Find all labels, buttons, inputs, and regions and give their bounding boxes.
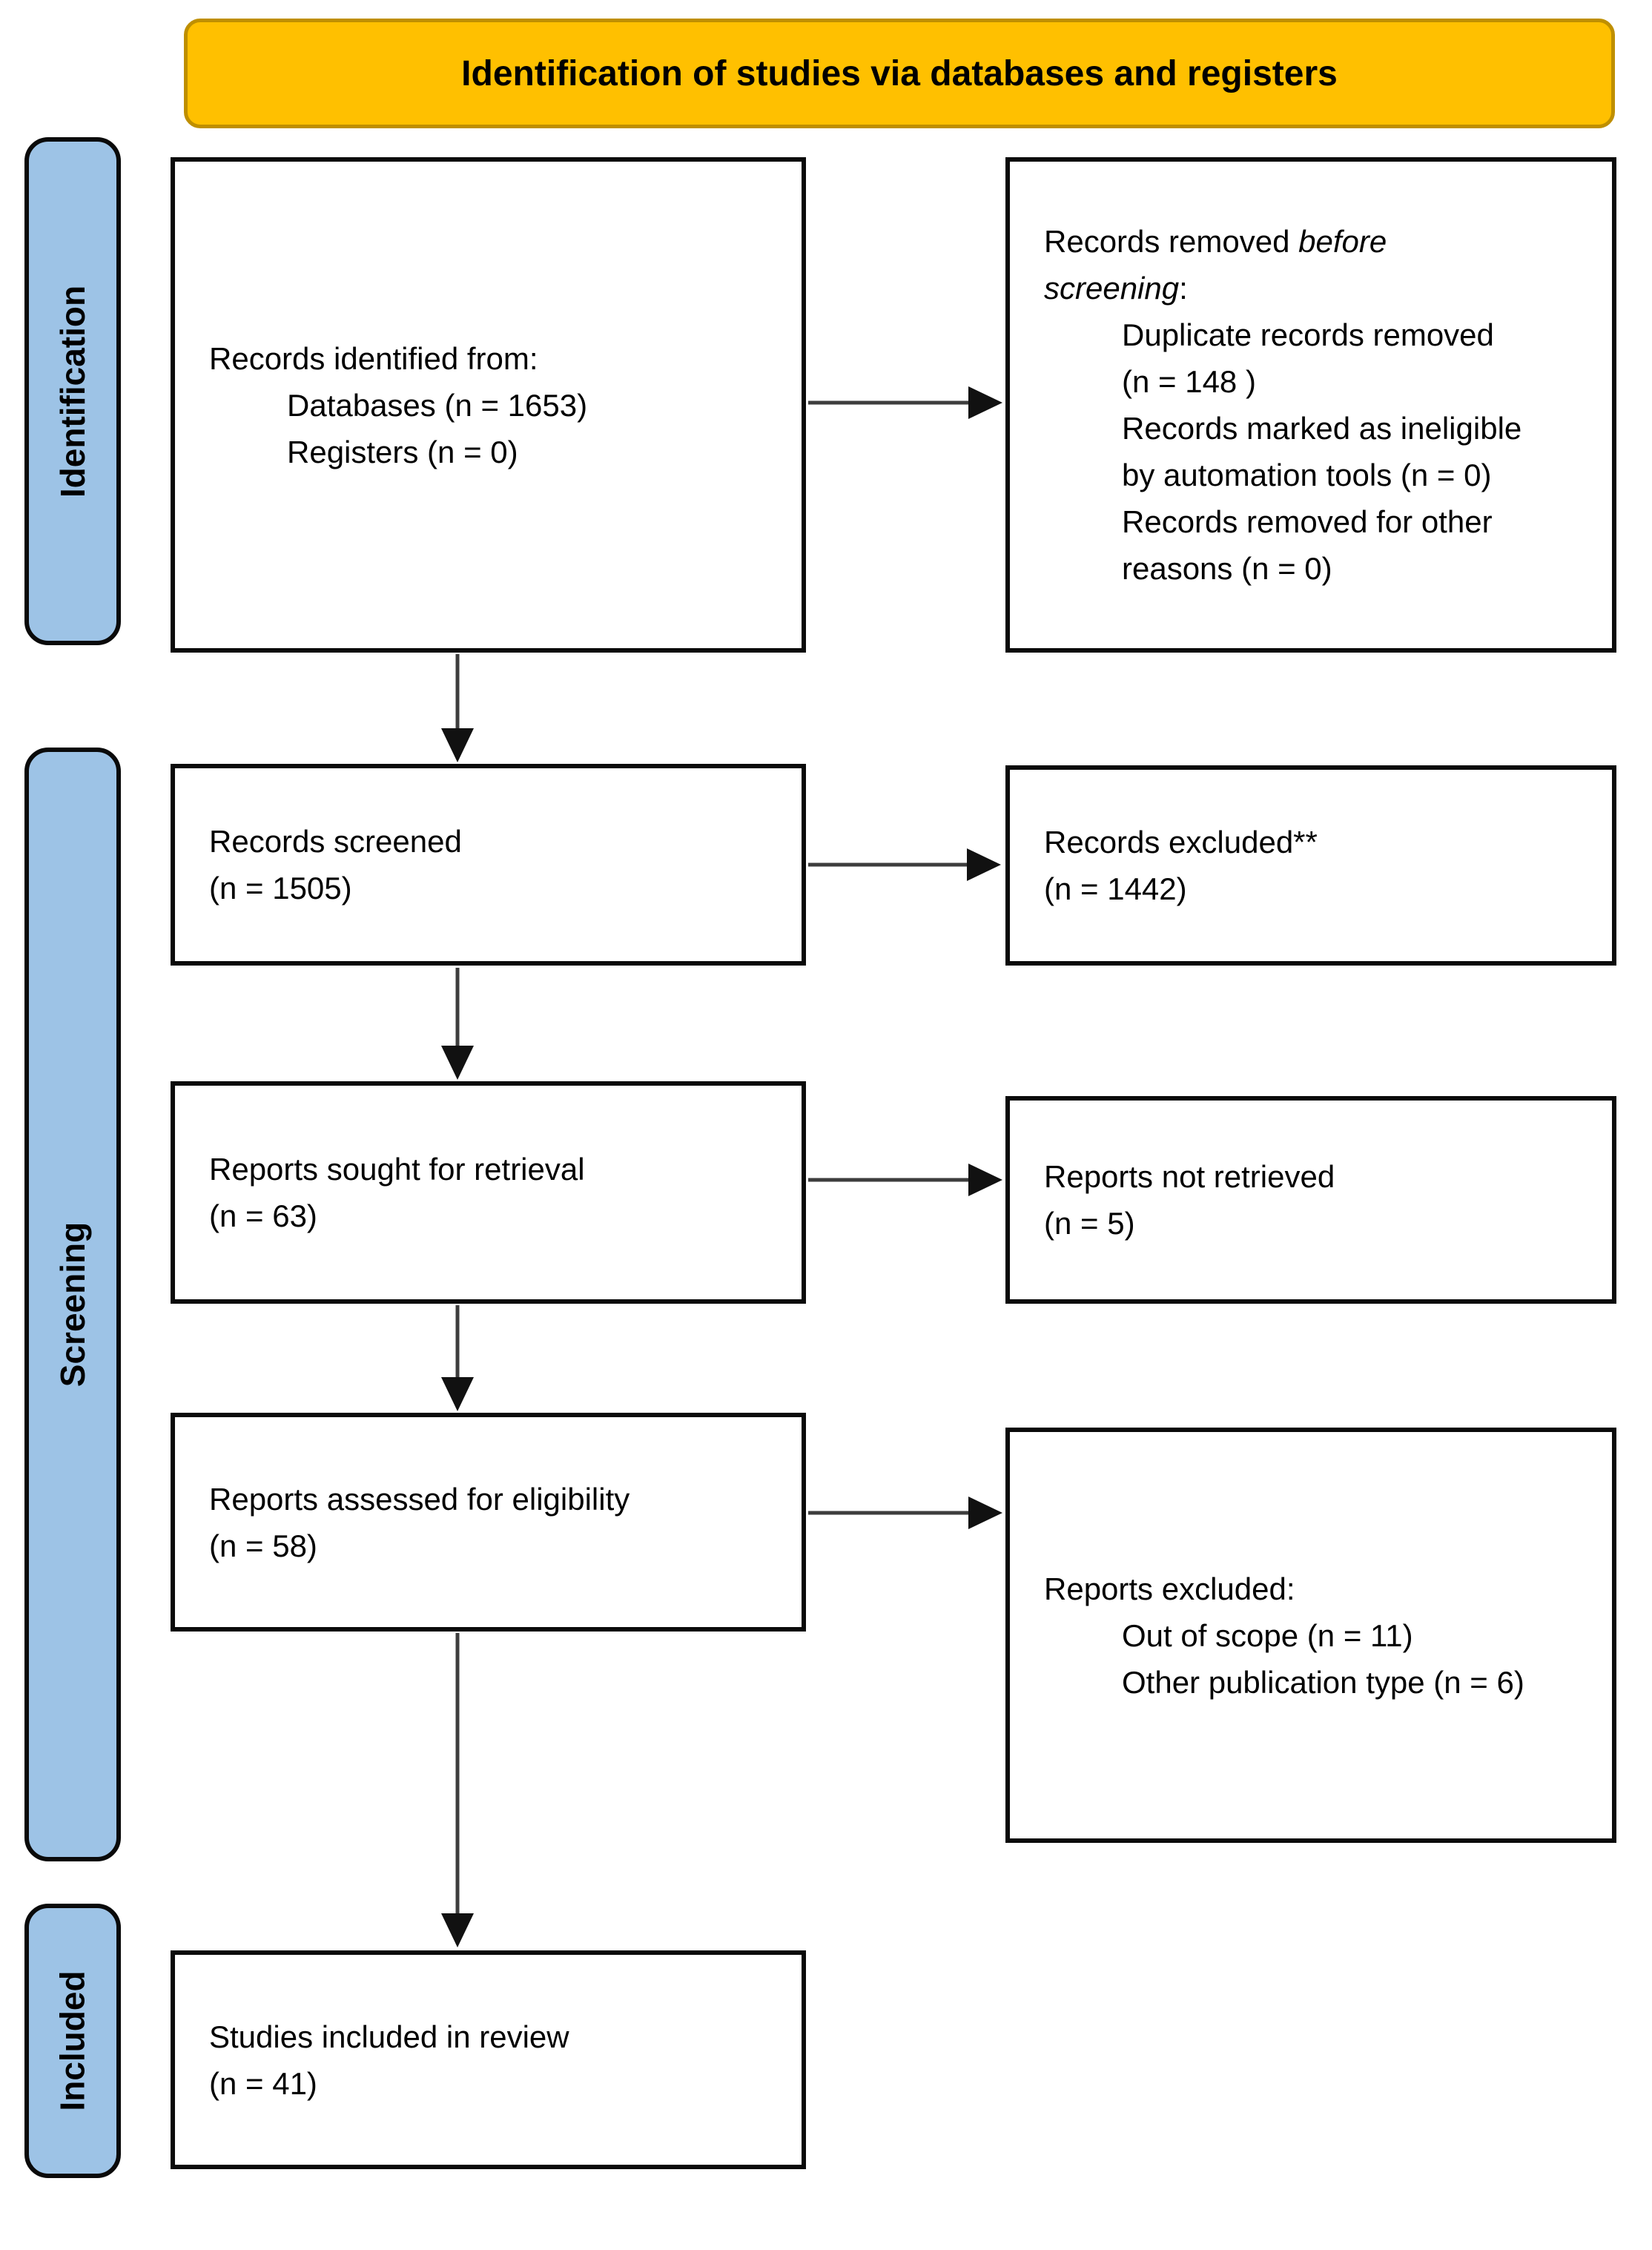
title-banner-label: Identification of studies via databases …: [461, 53, 1338, 93]
box-records-excluded: Records excluded** (n = 1442): [1005, 765, 1616, 966]
box-records-identified: Records identified from: Databases (n = 1…: [171, 157, 806, 653]
arrow-identified-to-removed: [808, 386, 1002, 419]
box-text-line: (n = 1442): [1044, 871, 1187, 906]
arrow-sought-to-assessed: [441, 1305, 474, 1411]
box-text-line: Out of scope (n = 11): [1122, 1617, 1413, 1653]
arrow-identified-to-screened: [441, 654, 474, 762]
box-studies-included: Studies included in review (n = 41): [171, 1950, 806, 2169]
box-text-line: Records removed before: [1044, 224, 1387, 259]
box-text-line: Reports sought for retrieval: [209, 1152, 585, 1187]
box-records-screened: Records screened (n = 1505): [171, 764, 806, 966]
box-text-line: Other publication type (n = 6): [1122, 1664, 1524, 1700]
stage-bar-screening: Screening: [24, 748, 121, 1861]
box-text-line: Databases (n = 1653): [287, 387, 588, 423]
box-text-line: reasons (n = 0): [1122, 551, 1332, 586]
box-text-line: Records excluded**: [1044, 825, 1318, 860]
box-reports-not-retrieved: Reports not retrieved (n = 5): [1005, 1096, 1616, 1304]
stage-bar-identification: Identification: [24, 137, 121, 645]
box-text-line: Reports not retrieved: [1044, 1159, 1335, 1194]
arrow-sought-to-not-retrieved: [808, 1164, 1002, 1196]
box-text-line: (n = 41): [209, 2065, 317, 2101]
box-text-line: (n = 5): [1044, 1206, 1135, 1241]
box-text-line: (n = 58): [209, 1528, 317, 1563]
box-text-line: Reports assessed for eligibility: [209, 1481, 630, 1517]
box-records-removed-before-screening: Records removed before screening: Duplicat…: [1005, 157, 1616, 653]
title-banner: Identification of studies via databases …: [184, 19, 1615, 128]
arrow-screened-to-excluded: [808, 848, 1001, 881]
box-reports-sought: Reports sought for retrieval (n = 63): [171, 1081, 806, 1304]
box-text-line: Studies included in review: [209, 2019, 569, 2054]
stage-label-included: Included: [53, 1970, 92, 2111]
stage-bar-included: Included: [24, 1904, 121, 2178]
box-text-line: screening:: [1044, 271, 1188, 306]
arrow-assessed-to-included: [441, 1633, 474, 1947]
box-text-line: by automation tools (n = 0): [1122, 458, 1492, 492]
box-reports-assessed: Reports assessed for eligibility (n = 58): [171, 1413, 806, 1632]
box-text-line: (n = 148 ): [1122, 364, 1256, 399]
arrow-screened-to-sought: [441, 968, 474, 1080]
arrow-assessed-to-reports-excluded: [808, 1497, 1002, 1529]
box-text-line: (n = 63): [209, 1198, 317, 1233]
box-text-line: Records identified from:: [209, 340, 538, 376]
stage-label-screening: Screening: [53, 1221, 93, 1388]
box-text-line: Reports excluded:: [1044, 1571, 1295, 1606]
box-text-line: Records screened: [209, 824, 462, 859]
box-text-line: Duplicate records removed: [1122, 317, 1494, 352]
box-reports-excluded: Reports excluded: Out of scope (n = 11) Ot…: [1005, 1428, 1616, 1843]
box-text-line: Registers (n = 0): [287, 434, 518, 469]
stage-label-identification: Identification: [53, 285, 93, 498]
box-text-line: Records marked as ineligible: [1122, 411, 1522, 446]
box-text-line: (n = 1505): [209, 871, 352, 905]
box-text-line: Records removed for other: [1122, 504, 1493, 539]
